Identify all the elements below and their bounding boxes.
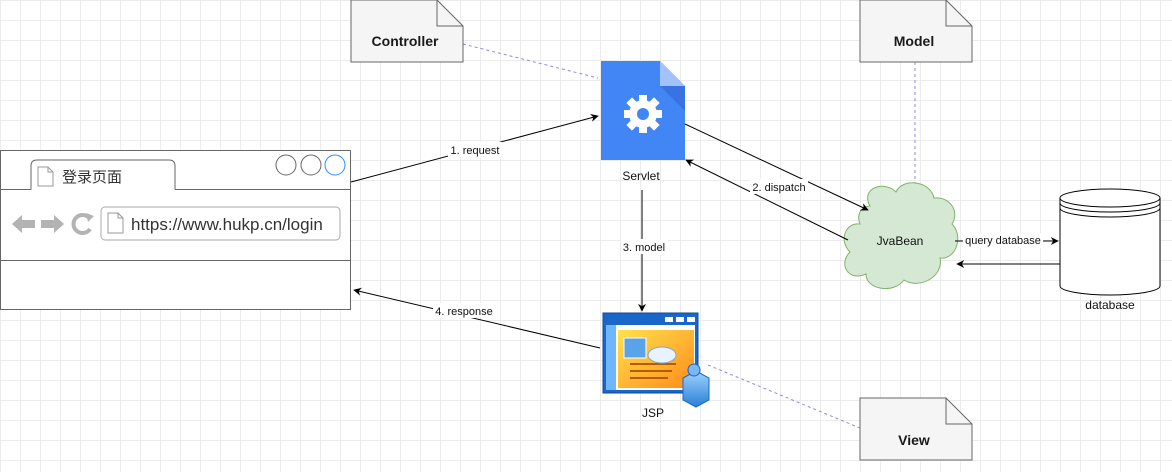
controller-note-label: Controller — [372, 33, 439, 49]
model-note: Model — [859, 0, 973, 63]
model-note-label: Model — [894, 33, 934, 49]
edge-label-query: query database — [965, 235, 1041, 247]
edge-response — [353, 287, 601, 349]
jsp-label: JSP — [642, 406, 664, 420]
edge-label-model: 3. model — [623, 242, 665, 254]
database-node[interactable]: database — [1059, 188, 1161, 312]
edge-label-dispatch: 2. dispatch — [752, 182, 805, 194]
window-button-1[interactable] — [275, 154, 297, 176]
window-user-icon — [602, 312, 710, 408]
javabean-label: JvaBean — [877, 234, 924, 248]
window-button-2[interactable] — [300, 154, 322, 176]
view-note: View — [859, 397, 973, 461]
edge-dispatch — [685, 159, 849, 241]
servlet-label: Servlet — [622, 169, 660, 183]
edge-servlet-to-bean — [684, 123, 869, 211]
browser-tab-title[interactable]: 登录页面 — [62, 168, 122, 186]
controller-link — [462, 43, 599, 79]
back-arrow-icon[interactable] — [12, 215, 35, 233]
cylinder-icon — [1059, 198, 1161, 296]
view-link — [707, 364, 861, 429]
view-note-label: View — [898, 432, 930, 448]
servlet-node[interactable]: Servlet — [601, 61, 685, 183]
cloud-icon — [843, 182, 959, 289]
url-text: https://www.hukp.cn/login — [131, 215, 323, 234]
browser-window: 登录页面 https://www.hukp.cn/login — [0, 150, 351, 310]
url-page-icon — [107, 212, 124, 234]
forward-arrow-icon[interactable] — [41, 215, 64, 233]
window-button-3[interactable] — [324, 154, 346, 176]
javabean-node[interactable]: JvaBean — [843, 182, 959, 289]
tab-page-icon — [37, 166, 54, 187]
edge-label-request: 1. request — [451, 145, 500, 157]
reload-icon[interactable] — [71, 213, 94, 235]
gear-icon — [624, 95, 662, 133]
database-label: database — [1085, 298, 1135, 312]
address-bar[interactable] — [100, 206, 341, 241]
controller-note: Controller — [350, 0, 464, 63]
edge-label-response: 4. response — [435, 306, 492, 318]
jsp-node[interactable]: JSP — [602, 312, 710, 420]
